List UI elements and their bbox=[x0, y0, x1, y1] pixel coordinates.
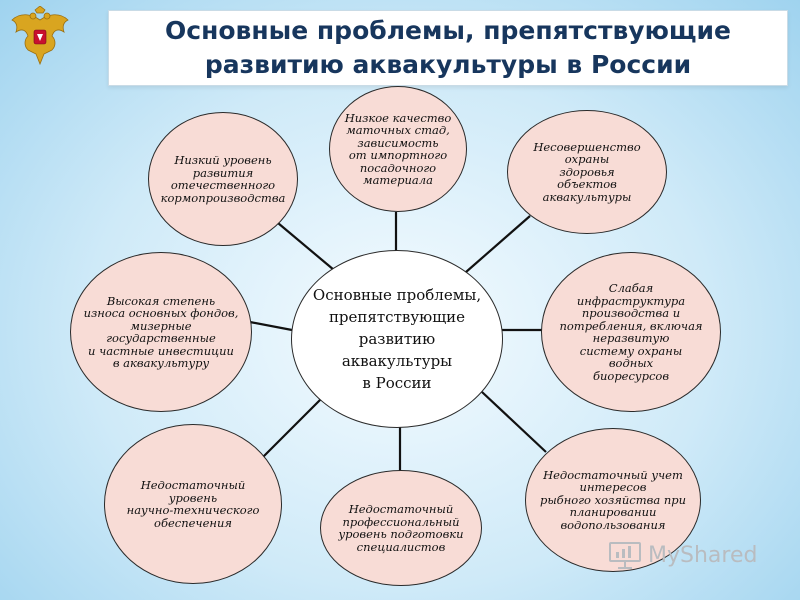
problem-node-right: Слабая инфраструктура производства и пот… bbox=[541, 252, 721, 412]
presentation-board-icon bbox=[609, 542, 641, 569]
problem-node-label: Недостаточный профессиональный уровень п… bbox=[338, 502, 464, 554]
coat-of-arms-icon bbox=[11, 6, 69, 66]
problem-node-top: Низкое качество маточных стад, зависимос… bbox=[329, 86, 467, 212]
problem-node-bottom: Недостаточный профессиональный уровень п… bbox=[320, 470, 482, 586]
problem-node-label: Высокая степень износа основных фондов, … bbox=[83, 293, 239, 370]
page-title: Основные проблемы, препятствующие развит… bbox=[165, 16, 731, 79]
central-problem-node: Основные проблемы, препятствующие развит… bbox=[291, 250, 503, 428]
problem-node-bottom-right: Недостаточный учет интересов рыбного хоз… bbox=[525, 428, 701, 572]
problem-node-top-left: Низкий уровень развития отечественного к… bbox=[148, 112, 298, 246]
problem-node-top-right: Несовершенство охраны здоровья объектов … bbox=[507, 110, 667, 234]
problem-node-label: Низкий уровень развития отечественного к… bbox=[160, 153, 286, 205]
problem-node-label: Несовершенство охраны здоровья объектов … bbox=[533, 139, 641, 204]
title-box: Основные проблемы, препятствующие развит… bbox=[108, 10, 788, 86]
problem-node-label: Недостаточный уровень научно-техническог… bbox=[126, 478, 260, 530]
problem-node-left: Высокая степень износа основных фондов, … bbox=[70, 252, 252, 412]
connector-top-left bbox=[271, 217, 335, 271]
watermark-text: MyShared bbox=[648, 542, 758, 568]
problem-node-label: Низкое качество маточных стад, зависимос… bbox=[344, 110, 452, 187]
problem-node-label: Недостаточный учет интересов рыбного хоз… bbox=[539, 467, 687, 532]
central-problem-label: Основные проблемы, препятствующие развит… bbox=[312, 286, 482, 392]
problem-node-label: Слабая инфраструктура производства и пот… bbox=[559, 281, 703, 383]
problem-node-bottom-left: Недостаточный уровень научно-техническог… bbox=[104, 424, 282, 584]
connector-top-right bbox=[465, 215, 531, 273]
connector-bottom-left bbox=[261, 397, 323, 459]
watermark: MyShared bbox=[608, 538, 757, 572]
connector-left bbox=[249, 320, 293, 332]
connector-bottom-right bbox=[481, 391, 547, 453]
